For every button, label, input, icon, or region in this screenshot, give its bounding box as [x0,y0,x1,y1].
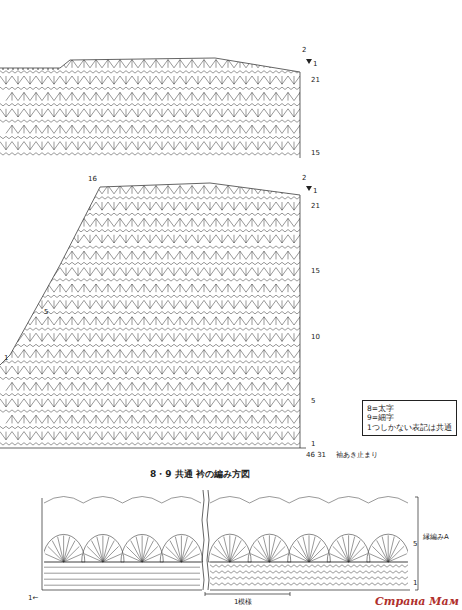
row-number: 1 [311,441,315,448]
chart-outline [0,58,418,596]
row-number: 1模様 [234,599,252,606]
row-number: 1 [313,61,317,68]
legend-text: 9=細字 [367,413,452,422]
legend-text: 1つしかない表記は共通 [367,423,452,432]
stitch-rows [0,60,312,156]
row-number: 5 [311,398,315,405]
edging-stitches [44,497,408,586]
legend-box: 8=太字9=細字1つしかない表記は共通 [362,400,457,436]
row-number: 16 [88,176,97,183]
chart-title: 8・9 共通 衿の編み方図 [150,468,250,481]
row-number: 2 [302,47,306,54]
row-number: 袖あき止まり [336,452,378,459]
row-number: 2 [302,175,306,182]
row-number: 46 31 [306,452,326,459]
row-number: 15 [311,268,320,275]
row-number: 1 [313,188,317,195]
watermark: Страна Мам [375,596,459,607]
row-number: 21 [311,77,320,84]
row-number: 1 [413,580,417,587]
row-number: 1← [28,595,38,602]
stitch-rows [0,186,312,446]
row-number: 5 [44,309,48,316]
row-number: 15 [311,150,320,157]
row-number: 21 [311,203,320,210]
legend-text: 8=太字 [367,404,452,413]
row-number: 1 [4,355,8,362]
row-number: 縁編みA [423,534,449,541]
row-number: 5 [413,541,417,548]
row-number: 10 [311,334,320,341]
